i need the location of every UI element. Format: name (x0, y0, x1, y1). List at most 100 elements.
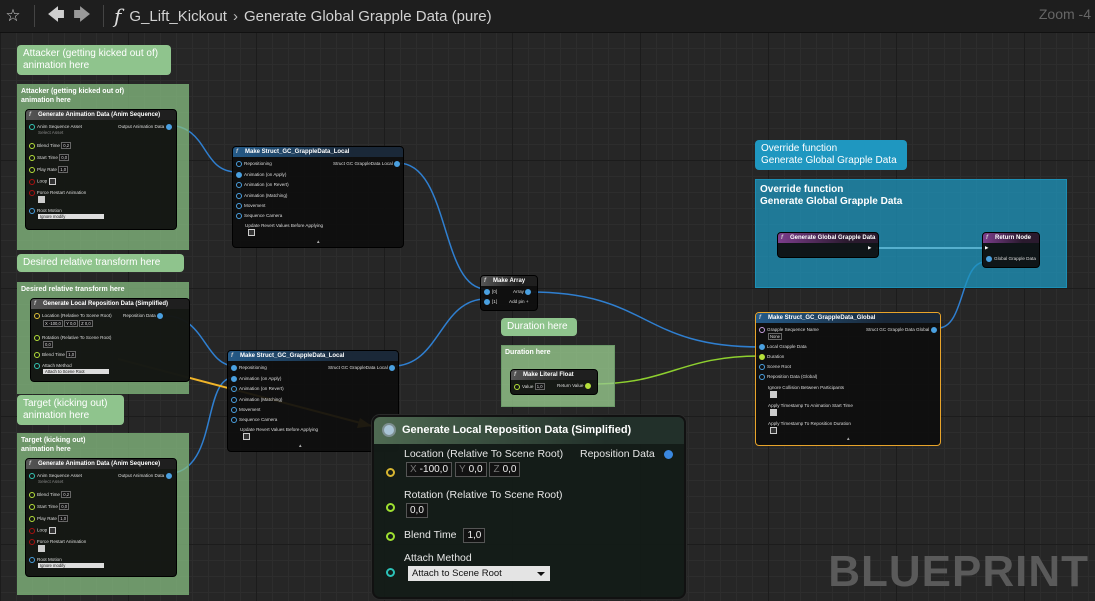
rotation-label: Rotation (Relative To Scene Root) (404, 489, 563, 501)
expand-arrow-icon[interactable]: ▲ (846, 436, 851, 441)
comment-bubble-duration[interactable]: Duration here (501, 318, 577, 336)
pin-local-grapple: Local Grapple Data (759, 344, 807, 350)
attach-method-dropdown[interactable]: Attach to Scene Root (43, 369, 109, 374)
make-array-node[interactable]: Make Array [0] [1] Array Add pin + (480, 275, 538, 311)
pin-anim-revert: Animation (on Revert) (231, 386, 284, 392)
force-restart-checkbox[interactable] (38, 545, 45, 552)
pin-anim-matching: Animation (Matching) (236, 193, 287, 199)
attach-method-dropdown[interactable]: Attach to Scene Root (408, 566, 550, 581)
root-motion-dropdown[interactable]: Ignore modify (38, 563, 104, 568)
function-entry-node[interactable]: Generate Global Grapple Data ▶ (777, 232, 879, 258)
return-node[interactable]: Return Node ▶ Global Grapple Data (982, 232, 1040, 268)
rotation-pin-icon[interactable] (386, 502, 395, 512)
pin-array-out: Array (513, 289, 533, 295)
toolbar-separator (103, 5, 104, 27)
pin-play-rate: Play Rate 1,0 (29, 166, 69, 173)
pin-struct-out: Struct GC GrappleData Local (333, 161, 402, 167)
gear-icon (382, 423, 396, 437)
pin-reposition-out: Reposition Data (123, 313, 165, 319)
star-icon[interactable]: ☆ (5, 6, 21, 25)
pin-ignore-collision: Ignore Collision Between Participants (768, 385, 845, 390)
struct-local-node-top[interactable]: Make Struct_GC_GrappleData_Local Struct … (232, 146, 404, 248)
timestamp-anim-checkbox[interactable] (770, 409, 777, 416)
exec-in-pin: ▶ (985, 245, 989, 250)
force-restart-checkbox[interactable] (38, 196, 45, 203)
exec-out-pin: ▶ (868, 245, 872, 250)
expand-arrow-icon[interactable]: ▲ (298, 443, 303, 448)
pin-duration: Duration (759, 354, 784, 360)
update-revert-checkbox[interactable] (248, 229, 255, 236)
attach-method-pin-icon[interactable] (386, 567, 395, 577)
node-title: Make Struct_GC_GrappleData_Local (233, 147, 403, 157)
back-arrow-icon[interactable]: 🡄 (47, 4, 65, 24)
pin-start-time: Start Time 0,0 (29, 503, 70, 510)
pin-location: Location (Relative To Scene Root) (34, 313, 112, 319)
reposition-node-zoomed[interactable]: Generate Local Reposition Data (Simplifi… (372, 415, 686, 599)
breadcrumb-bar: ☆ 🡄 🡆 f G_Lift_Kickout › Generate Global… (0, 0, 1095, 33)
pin-anim-apply: Animation (on Apply) (231, 376, 281, 382)
add-pin-button[interactable]: Add pin + (509, 299, 529, 304)
pin-array-1: [1] (484, 299, 497, 305)
pin-scene-root: Scene Root (759, 364, 791, 370)
location-pin-icon[interactable] (386, 468, 395, 477)
pin-timestamp-anim: Apply Timestamp To Animation Start Time (768, 403, 853, 408)
forward-arrow-icon[interactable]: 🡆 (73, 4, 91, 24)
pin-anim-revert: Animation (on Revert) (236, 182, 289, 188)
pin-sequence-camera: Sequence Camera (236, 213, 282, 219)
breadcrumb-graph[interactable]: G_Lift_Kickout (129, 7, 227, 25)
pin-global-grapple-data: Global Grapple Data (986, 256, 1036, 262)
rotation-field[interactable]: 0,0 (43, 341, 53, 348)
pin-blend-time: Blend Time 0,2 (29, 142, 72, 149)
location-x-field[interactable]: X-100,0 (406, 462, 453, 477)
pin-timestamp-reposition: Apply Timestamp To Reposition Duration (768, 421, 851, 426)
literal-float-node[interactable]: Make Literal Float Value 1,0 Return Valu… (510, 369, 598, 395)
reposition-node-small[interactable]: Generate Local Reposition Data (Simplifi… (30, 298, 190, 382)
sequence-name-field[interactable]: None (768, 333, 783, 340)
node-title: Generate Animation Data (Anim Sequence) (26, 110, 176, 120)
timestamp-reposition-checkbox[interactable] (770, 427, 777, 434)
location-label: Location (Relative To Scene Root) (404, 448, 564, 460)
comment-bubble-attacker[interactable]: Attacker (getting kicked out of) animati… (17, 45, 171, 75)
comment-bubble-desired[interactable]: Desired relative transform here (17, 254, 184, 272)
toolbar-separator (34, 5, 35, 27)
pin-rotation (386, 501, 395, 513)
breadcrumb-function[interactable]: Generate Global Grapple Data (pure) (243, 7, 492, 25)
update-revert-checkbox[interactable] (243, 433, 250, 440)
blend-time-pin-icon[interactable] (386, 531, 395, 541)
pin-root-motion: Root Motion (29, 208, 62, 214)
pin-attach-method: Attach Method (34, 363, 72, 369)
ignore-collision-checkbox[interactable] (770, 391, 777, 398)
pin-update-revert: Update Revert Values Before Applying (245, 223, 324, 228)
pin-output-anim: Output Animation Data (118, 473, 174, 479)
pin-repositioning: Repositioning (231, 365, 267, 371)
pin-struct-out: Struct GC GrappleData Local (328, 365, 397, 371)
reposition-out-pin-icon[interactable] (663, 449, 673, 459)
anim-node-attacker[interactable]: Generate Animation Data (Anim Sequence) … (25, 109, 177, 230)
comment-bubble-target[interactable]: Target (kicking out) animation here (17, 395, 124, 425)
pin-anim-matching: Animation (Matching) (231, 397, 282, 403)
select-asset[interactable]: Select Asset (38, 130, 64, 135)
struct-global-node[interactable]: Make Struct_GC_GrappleData_Global Struct… (755, 312, 941, 446)
root-motion-dropdown[interactable]: Ignore modify (38, 214, 104, 219)
select-asset[interactable]: Select Asset (38, 479, 64, 484)
comment-title: Target (kicking out) animation here (21, 437, 86, 453)
comment-title: Duration here (505, 349, 551, 356)
comment-title: Override function Generate Global Grappl… (760, 184, 903, 207)
comment-bubble-override[interactable]: Override function Generate Global Grappl… (755, 140, 907, 170)
location-fields[interactable]: X -100,0 Y 0,0 Z 0,0 (43, 320, 93, 327)
rotation-field[interactable]: 0,0 (406, 503, 428, 518)
pin-location (386, 450, 395, 477)
pin-start-time: Start Time 0,0 (29, 154, 70, 161)
node-title: Make Struct_GC_GrappleData_Global (756, 313, 940, 323)
attach-method-label: Attach Method (404, 552, 472, 564)
pin-update-revert: Update Revert Values Before Applying (240, 427, 319, 432)
pin-reposition-global: Reposition Data (Global) (759, 374, 817, 380)
pin-struct-global-out: Struct GC Grapple Data Global (866, 327, 939, 333)
anim-node-target[interactable]: Generate Animation Data (Anim Sequence) … (25, 458, 177, 577)
expand-arrow-icon[interactable]: ▲ (316, 239, 321, 244)
blend-time-field[interactable]: 1,0 (463, 528, 486, 543)
pin-anim-seq: Anim Sequence Asset (29, 124, 82, 130)
